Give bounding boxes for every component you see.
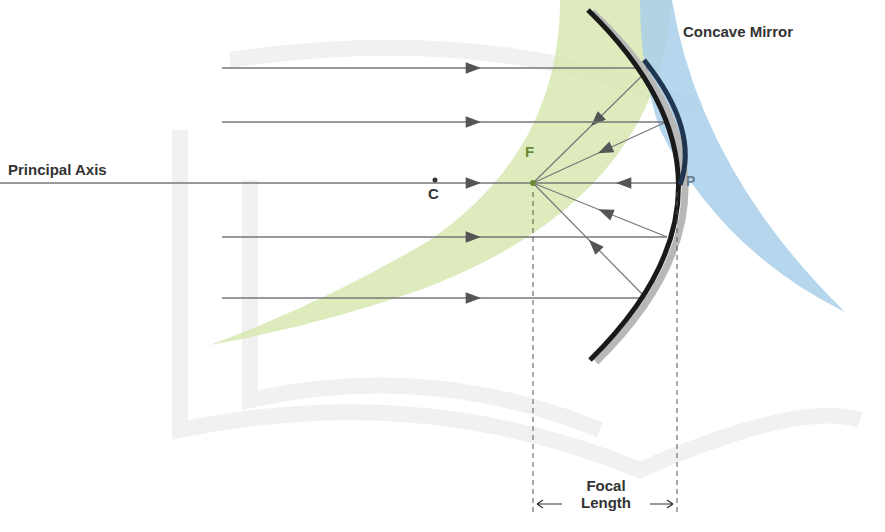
point-label: F xyxy=(525,144,534,161)
concave-mirror xyxy=(588,10,679,360)
point-label: C xyxy=(428,186,439,203)
incident-ray xyxy=(222,297,646,299)
green-band xyxy=(210,0,672,345)
dimension-arrow xyxy=(537,500,562,508)
dimension-arrow xyxy=(650,500,673,508)
focus-dot xyxy=(530,180,536,186)
centre-dot xyxy=(433,178,438,183)
ray-arrowhead xyxy=(591,111,606,126)
mirror-highlight xyxy=(644,60,685,185)
ray-arrowhead xyxy=(598,142,614,154)
axis-label: Principal Axis xyxy=(8,162,107,179)
focal-guides xyxy=(533,192,677,512)
watermark xyxy=(180,48,860,470)
dashed-guide xyxy=(533,192,534,512)
principal-axis xyxy=(0,182,680,184)
reflected-ray xyxy=(533,183,667,237)
reflected-ray xyxy=(533,183,646,298)
ray-arrowhead xyxy=(466,177,481,189)
ray-arrowhead xyxy=(466,62,481,74)
incident-ray xyxy=(222,121,666,123)
mirror-label: Concave Mirror xyxy=(683,24,793,41)
ray-arrowhead xyxy=(466,116,481,128)
reflected-ray xyxy=(533,68,650,183)
mirror-silvering xyxy=(592,12,685,362)
ray-arrowhead xyxy=(598,209,614,220)
ray-arrowhead xyxy=(466,231,481,243)
incident-ray xyxy=(222,67,650,69)
incident-ray xyxy=(222,236,667,238)
ray-arrowhead xyxy=(616,177,631,189)
ray-arrowhead xyxy=(466,292,481,304)
dimension-label: Focal Length xyxy=(575,478,637,511)
ray-group xyxy=(0,62,680,304)
reflected-ray xyxy=(533,122,666,183)
ray-arrowhead xyxy=(589,240,604,255)
dashed-guide xyxy=(677,192,678,512)
point-label: P xyxy=(686,174,695,189)
